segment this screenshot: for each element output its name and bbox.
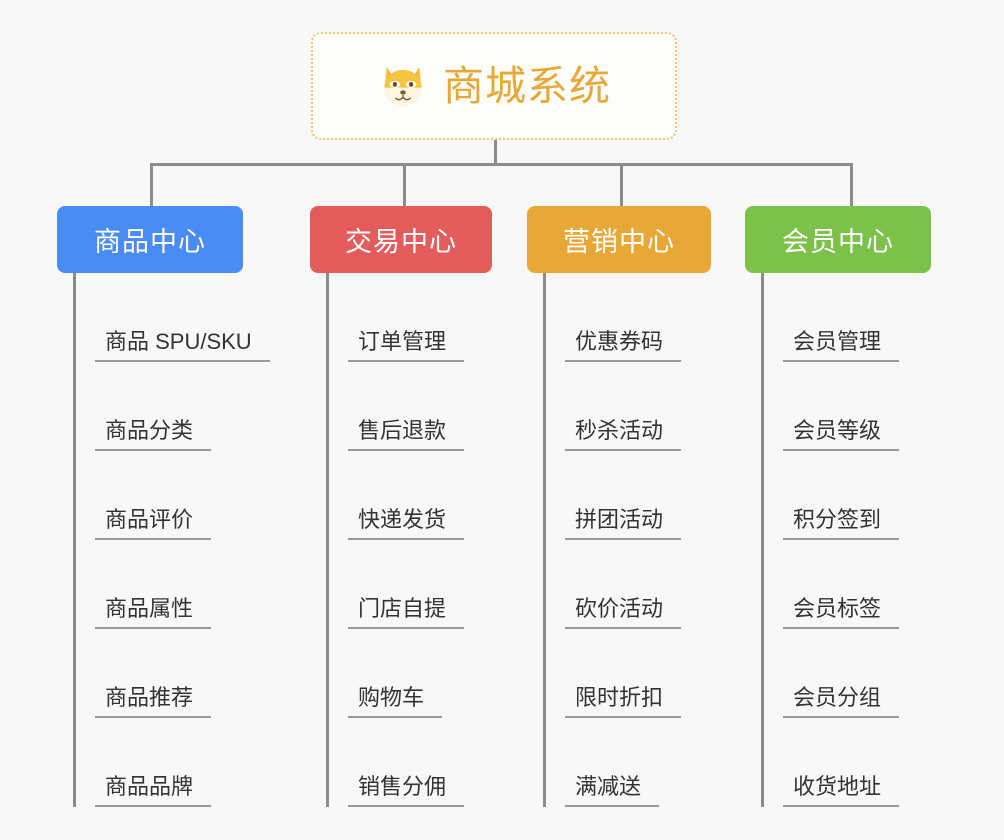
list-item[interactable]: 商品分类 bbox=[73, 362, 270, 451]
leaf-label: 商品品牌 bbox=[95, 775, 212, 807]
leaf-label: 秒杀活动 bbox=[565, 419, 682, 451]
list-item[interactable]: 售后退款 bbox=[326, 362, 465, 451]
connector-drop-3 bbox=[850, 163, 853, 208]
leaf-list-member: 会员管理 会员等级 积分签到 会员标签 会员分组 收货地址 bbox=[761, 273, 900, 807]
leaf-label: 会员标签 bbox=[783, 597, 900, 629]
list-item[interactable]: 商品推荐 bbox=[73, 629, 270, 718]
leaf-label: 商品 SPU/SKU bbox=[95, 330, 270, 362]
leaf-label: 拼团活动 bbox=[565, 508, 682, 540]
branch-trunk-marketing bbox=[543, 273, 546, 807]
shiba-dog-emoji bbox=[384, 66, 422, 106]
list-item[interactable]: 满减送 bbox=[543, 718, 681, 807]
leaf-label: 会员管理 bbox=[783, 330, 900, 362]
leaf-list-marketing: 优惠券码 秒杀活动 拼团活动 砍价活动 限时折扣 满减送 bbox=[543, 273, 682, 807]
leaf-label: 商品属性 bbox=[95, 597, 212, 629]
branch-header-trade[interactable]: 交易中心 bbox=[310, 206, 492, 273]
leaf-label: 购物车 bbox=[348, 686, 443, 718]
branch-trunk-member bbox=[761, 273, 764, 807]
list-item[interactable]: 购物车 bbox=[326, 629, 464, 718]
branch-trunk-trade bbox=[326, 273, 329, 807]
branch-header-label: 营销中心 bbox=[563, 227, 675, 257]
branch-header-label: 交易中心 bbox=[345, 227, 457, 257]
leaf-label: 快递发货 bbox=[348, 508, 465, 540]
list-item[interactable]: 门店自提 bbox=[326, 540, 465, 629]
list-item[interactable]: 积分签到 bbox=[761, 451, 900, 540]
list-item[interactable]: 商品评价 bbox=[73, 451, 270, 540]
connector-stem bbox=[494, 140, 497, 165]
list-item[interactable]: 砍价活动 bbox=[543, 540, 682, 629]
leaf-label: 限时折扣 bbox=[565, 686, 682, 718]
leaf-label: 商品评价 bbox=[95, 508, 212, 540]
branch-header-label: 商品中心 bbox=[94, 227, 206, 257]
list-item[interactable]: 商品 SPU/SKU bbox=[73, 273, 270, 362]
list-item[interactable]: 会员分组 bbox=[761, 629, 900, 718]
leaf-label: 会员等级 bbox=[783, 419, 900, 451]
root-title: 商城系统 bbox=[443, 62, 611, 109]
list-item[interactable]: 商品属性 bbox=[73, 540, 270, 629]
branch-header-product[interactable]: 商品中心 bbox=[57, 206, 243, 273]
leaf-label: 商品推荐 bbox=[95, 686, 212, 718]
branch-column-marketing: 营销中心 优惠券码 秒杀活动 拼团活动 砍价活动 限时折扣 满减送 bbox=[527, 206, 711, 807]
leaf-list-trade: 订单管理 售后退款 快递发货 门店自提 购物车 销售分佣 bbox=[326, 273, 465, 807]
branch-column-member: 会员中心 会员管理 会员等级 积分签到 会员标签 会员分组 收货地址 bbox=[745, 206, 931, 807]
leaf-label: 销售分佣 bbox=[348, 775, 465, 807]
branch-header-marketing[interactable]: 营销中心 bbox=[527, 206, 711, 273]
leaf-list-product: 商品 SPU/SKU 商品分类 商品评价 商品属性 商品推荐 商品品牌 bbox=[73, 273, 270, 807]
list-item[interactable]: 收货地址 bbox=[761, 718, 900, 807]
leaf-label: 满减送 bbox=[565, 775, 660, 807]
branch-trunk-product bbox=[73, 273, 76, 807]
leaf-label: 收货地址 bbox=[783, 775, 900, 807]
branch-header-member[interactable]: 会员中心 bbox=[745, 206, 931, 273]
leaf-label: 商品分类 bbox=[95, 419, 212, 451]
leaf-label: 优惠券码 bbox=[565, 330, 682, 362]
list-item[interactable]: 商品品牌 bbox=[73, 718, 270, 807]
branch-column-trade: 交易中心 订单管理 售后退款 快递发货 门店自提 购物车 销售分佣 bbox=[310, 206, 492, 807]
list-item[interactable]: 会员标签 bbox=[761, 540, 900, 629]
leaf-label: 积分签到 bbox=[783, 508, 900, 540]
branch-header-label: 会员中心 bbox=[782, 227, 894, 257]
connector-bus bbox=[150, 163, 853, 166]
leaf-label: 会员分组 bbox=[783, 686, 900, 718]
list-item[interactable]: 订单管理 bbox=[326, 273, 465, 362]
list-item[interactable]: 拼团活动 bbox=[543, 451, 682, 540]
list-item[interactable]: 会员管理 bbox=[761, 273, 900, 362]
list-item[interactable]: 会员等级 bbox=[761, 362, 900, 451]
leaf-label: 订单管理 bbox=[348, 330, 465, 362]
leaf-label: 售后退款 bbox=[348, 419, 465, 451]
list-item[interactable]: 限时折扣 bbox=[543, 629, 682, 718]
branch-column-product: 商品中心 商品 SPU/SKU 商品分类 商品评价 商品属性 商品推荐 商品品牌 bbox=[57, 206, 270, 807]
list-item[interactable]: 优惠券码 bbox=[543, 273, 682, 362]
leaf-label: 砍价活动 bbox=[565, 597, 682, 629]
list-item[interactable]: 秒杀活动 bbox=[543, 362, 682, 451]
connector-drop-2 bbox=[620, 163, 623, 208]
connector-drop-1 bbox=[403, 163, 406, 208]
list-item[interactable]: 销售分佣 bbox=[326, 718, 465, 807]
list-item[interactable]: 快递发货 bbox=[326, 451, 465, 540]
connector-drop-0 bbox=[150, 163, 153, 208]
leaf-label: 门店自提 bbox=[348, 597, 465, 629]
root-node[interactable]: 商城系统 bbox=[311, 32, 677, 140]
